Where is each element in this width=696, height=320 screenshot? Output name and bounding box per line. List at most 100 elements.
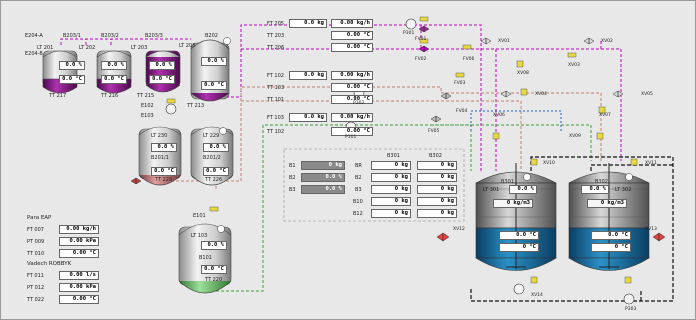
tag-b101: B101 xyxy=(199,255,212,261)
valve-label-fv06[interactable]: FV06 xyxy=(463,57,475,62)
valve-label-fv03[interactable]: FV03 xyxy=(454,81,466,86)
valve-label-xv08[interactable]: XV08 xyxy=(517,71,529,76)
batch-panel-frame xyxy=(283,148,465,222)
batch-row-2-left: 0.0 % xyxy=(301,173,345,182)
tank-b201-1 xyxy=(138,126,182,186)
valve-label-fv04[interactable]: FV04 xyxy=(456,109,468,114)
small-tank-2-temp: 0.0 °C xyxy=(101,75,127,84)
mid-tank-1-level: 0.0 % xyxy=(151,143,177,152)
b202-tt: TT 213 xyxy=(187,103,205,109)
batch-row-1-mid: BR xyxy=(355,163,362,169)
batch-row-3-b302: 0 kg xyxy=(417,185,457,194)
small-tank-1-lt: LT 201 xyxy=(37,45,54,51)
vacuum-pipes xyxy=(470,156,674,302)
valve-label-xv06[interactable]: XV06 xyxy=(493,113,505,118)
tag-b202: B202 xyxy=(205,33,218,39)
ft205-mass: 0.0 kg xyxy=(289,19,327,28)
vacuum-row-3-value: 0.00 °C xyxy=(59,295,99,304)
batch-row-3-mid: B3 xyxy=(355,187,362,193)
tt101-tag: TT 101 xyxy=(267,97,285,103)
vacuum-panel-title: Vadech ROBBYK xyxy=(27,261,72,267)
b101-level: 0.0 % xyxy=(201,241,227,250)
vacuum-row-3-tag: TT 022 xyxy=(27,297,45,303)
pump-label-p101[interactable]: P101 xyxy=(345,135,357,140)
steam-row-3-value: 0.00 °C xyxy=(59,249,99,258)
tag-e103: E103 xyxy=(141,113,154,119)
mid-tank-2-tt: TT 226 xyxy=(205,177,223,183)
b202-lt: LT 203 xyxy=(179,43,196,49)
tt102-tag: TT 102 xyxy=(267,129,285,135)
valve-label-fv05[interactable]: FV05 xyxy=(428,129,440,134)
tag-b301: B301 xyxy=(501,179,514,185)
reactor-2-lt: LT 302 xyxy=(615,187,632,193)
small-tank-1-tt: TT 217 xyxy=(49,93,67,99)
vacuum-row-1-value: 0.00 l/s xyxy=(59,271,99,280)
valve-label-xv09[interactable]: XV09 xyxy=(569,134,581,139)
valve-label-xv13[interactable]: XV13 xyxy=(645,227,657,232)
valve-label-xv14[interactable]: XV14 xyxy=(531,293,543,298)
vacuum-row-2-tag: PT 012 xyxy=(27,285,45,291)
tt103-temp: 0.00 °C xyxy=(331,83,373,92)
b101-lt: LT 103 xyxy=(191,233,208,239)
pump-label-p301[interactable]: P301 xyxy=(403,31,415,36)
small-tank-3-temp: 0.0 °C xyxy=(149,75,175,84)
valve-label-xv02[interactable]: XV02 xyxy=(601,39,613,44)
steam-row-2-value: 0.00 kPa xyxy=(59,237,99,246)
tt203-temp: 0.00 °C xyxy=(331,31,373,40)
steam-row-1-value: 0.00 kg/h xyxy=(59,225,99,234)
valve-label-xv04[interactable]: XV04 xyxy=(535,92,547,97)
batch-row-2-mid: B2 xyxy=(355,175,362,181)
tag-b203-1: B203/1 xyxy=(63,33,81,39)
reactor-1-level: 0.0 % xyxy=(509,185,537,194)
b101-tt: TT 220 xyxy=(205,277,223,283)
valve-label-xv07[interactable]: XV07 xyxy=(599,113,611,118)
steam-row-3-tag: TT 010 xyxy=(27,251,45,257)
pump-label-p303[interactable]: P303 xyxy=(625,307,637,312)
valve-label-xv12[interactable]: XV12 xyxy=(453,227,465,232)
tank-b203-3 xyxy=(145,50,181,93)
valve-label-xv05[interactable]: XV05 xyxy=(641,92,653,97)
tag-e204b: E204-B xyxy=(25,51,43,57)
valve-actuators xyxy=(166,16,638,284)
valve-label-xv11[interactable]: XV11 xyxy=(645,161,657,166)
mid-tank-1-tt: TT 228 xyxy=(155,177,173,183)
tag-e102: E102 xyxy=(141,103,154,109)
ft205-tag: FT 205 xyxy=(267,21,284,27)
batch-row-1-b301: 0 kg xyxy=(371,161,411,170)
b202-level: 0.0 % xyxy=(201,57,227,66)
instrument-bubbles xyxy=(217,37,633,233)
small-tank-2-level: 0.0 % xyxy=(101,61,127,70)
valve-label-xv01[interactable]: XV01 xyxy=(498,39,510,44)
pump-label-p302[interactable]: P302 xyxy=(353,101,365,106)
vacuum-row-1-tag: FT 011 xyxy=(27,273,44,279)
batch-row-1-left: 0 kg xyxy=(301,161,345,170)
valve-label-xv03[interactable]: XV03 xyxy=(568,63,580,68)
reactor-2-temp-bot: 0 °C xyxy=(591,243,631,252)
ft103-mass: 0.0 kg xyxy=(289,113,327,122)
tag-e204a: E204-A xyxy=(25,33,43,39)
mid-tank-2-lt: LT 229 xyxy=(203,133,220,139)
valve-label-fv02[interactable]: FV02 xyxy=(415,57,427,62)
mid-tank-2-temp: 0.0 °C xyxy=(203,167,229,176)
batch-row-3-tag: B3 xyxy=(289,187,296,193)
small-tank-1-level: 0.0 % xyxy=(59,61,85,70)
tag-e101: E101 xyxy=(193,213,206,219)
valve-label-fv01[interactable]: FV01 xyxy=(415,37,427,42)
batch-row-5-mid: B12 xyxy=(353,211,363,217)
ft205-rate: 0.00 kg/h xyxy=(331,19,373,28)
tt203-tag: TT 203 xyxy=(267,33,285,39)
batch-col-b301: B301 xyxy=(387,153,400,159)
batch-row-1-b302: 0 kg xyxy=(417,161,457,170)
valves xyxy=(130,25,666,242)
batch-row-4-b301: 0 kg xyxy=(371,197,411,206)
steam-row-2-tag: PT 009 xyxy=(27,239,45,245)
reactor-1-density: 0 kg/m3 xyxy=(493,199,533,208)
small-tank-1-temp: 0.0 °C xyxy=(59,75,85,84)
mid-tank-1-lt: LT 230 xyxy=(151,133,168,139)
valve-label-xv10[interactable]: XV10 xyxy=(543,161,555,166)
small-tank-3-tt: TT 215 xyxy=(137,93,155,99)
ft103-tag: FT 103 xyxy=(267,115,284,121)
batch-row-2-tag: B2 xyxy=(289,175,296,181)
batch-row-5-b302: 0 kg xyxy=(417,209,457,218)
reactor-2-level: 0.0 % xyxy=(581,185,609,194)
